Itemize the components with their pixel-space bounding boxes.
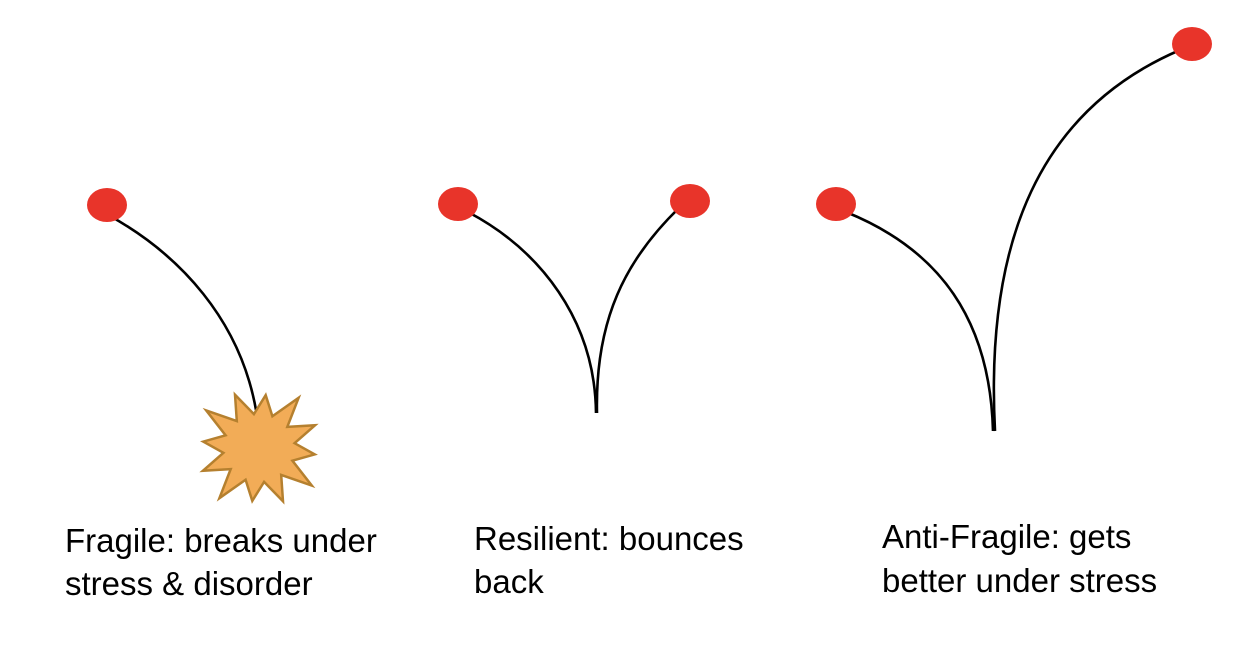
anti-fragile-panel: Anti-Fragile: gets better under stress bbox=[816, 27, 1212, 599]
fragile-label-line2: stress & disorder bbox=[65, 565, 313, 602]
resilient-bounce-trajectory bbox=[595, 206, 681, 414]
anti-fragile-bounce-trajectory bbox=[992, 48, 1181, 432]
resilient-panel: Resilient: bounces back bbox=[438, 184, 744, 600]
resilient-start-ball bbox=[438, 187, 478, 221]
resilient-end-ball bbox=[670, 184, 710, 218]
anti-fragile-fall-trajectory bbox=[845, 210, 995, 432]
anti-fragile-label-line1: Anti-Fragile: gets bbox=[882, 518, 1131, 555]
anti-fragile-label-line2: better under stress bbox=[882, 562, 1157, 599]
anti-fragile-start-ball bbox=[816, 187, 856, 221]
anti-fragile-end-ball bbox=[1172, 27, 1212, 61]
burst-icon bbox=[199, 391, 319, 505]
resilient-fall-trajectory bbox=[467, 210, 598, 414]
fragile-label-line1: Fragile: breaks under bbox=[65, 522, 377, 559]
fragile-ball bbox=[87, 188, 127, 222]
fragile-trajectory bbox=[109, 214, 258, 411]
resilient-label-line1: Resilient: bounces bbox=[474, 520, 744, 557]
resilient-label-line2: back bbox=[474, 563, 544, 600]
fragile-panel: Fragile: breaks under stress & disorder bbox=[65, 188, 377, 602]
